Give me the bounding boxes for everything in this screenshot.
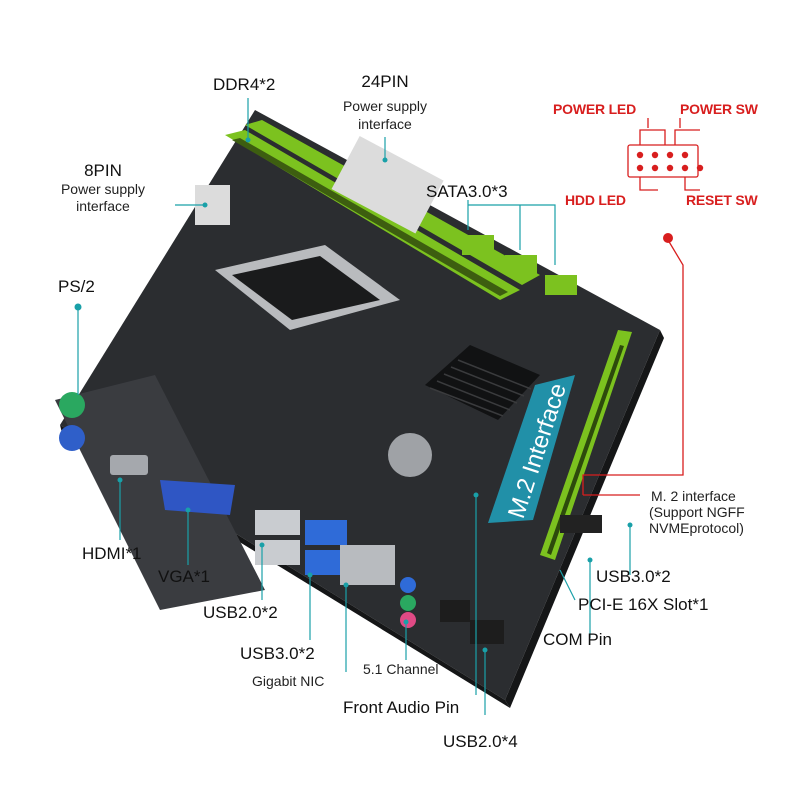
sata-port-3 — [545, 275, 577, 295]
cpu-8pin-desc-line2: interface — [76, 198, 130, 214]
gigabit-nic-label: Gigabit NIC — [252, 673, 325, 689]
atx-24pin-connector — [331, 135, 444, 234]
sata-port-2 — [505, 255, 537, 275]
channel-51-label: 5.1 Channel — [363, 661, 439, 677]
callout-pcie — [559, 569, 576, 601]
cpu-8pin-title: 8PIN — [84, 161, 122, 180]
audio-jack-blue — [400, 577, 416, 593]
usb30-front-label: USB3.0*2 — [596, 567, 671, 586]
power-led-label: POWER LED — [553, 101, 636, 117]
usb20-rear-label: USB2.0*2 — [203, 603, 278, 622]
front-audio-header — [440, 600, 470, 622]
usb20-4-label: USB2.0*4 — [443, 732, 518, 751]
usb3-rear-port — [305, 520, 347, 545]
front-usb2-header — [470, 620, 504, 644]
front-audio-label: Front Audio Pin — [343, 698, 460, 717]
pcie-label: PCI-E 16X Slot*1 — [578, 595, 709, 614]
ps2-port-blue — [59, 425, 85, 451]
hdmi-port — [110, 455, 148, 475]
power-sw-label: POWER SW — [680, 101, 758, 117]
m2-interface-line2: (Support NGFF — [649, 504, 745, 520]
sata-port-1 — [462, 235, 494, 255]
rear-io-panel — [55, 375, 265, 610]
cmos-battery — [388, 433, 432, 477]
vga-port — [160, 480, 235, 515]
ddr4-label: DDR4*2 — [213, 75, 276, 94]
audio-jack-pink — [400, 612, 416, 628]
reset-sw-label: RESET SW — [686, 192, 758, 208]
atx-24pin-title: 24PIN — [361, 72, 409, 91]
front-usb3-header — [560, 515, 602, 533]
front-panel-lead-dot — [663, 233, 673, 243]
hdd-led-label: HDD LED — [565, 192, 626, 208]
ps2-label: PS/2 — [58, 277, 95, 296]
m2-interface-line1: M. 2 interface — [651, 488, 736, 504]
m2-interface-line3: NVMEprotocol) — [649, 520, 744, 536]
atx-24pin-desc-line2: interface — [358, 116, 412, 132]
front-panel-pin-diagram — [627, 118, 700, 191]
vga-label: VGA*1 — [158, 567, 210, 586]
m2-interface-card — [488, 375, 575, 523]
usb2-rear-port — [255, 510, 300, 535]
callout-sata — [467, 200, 556, 265]
front-panel-lead-line — [582, 239, 684, 495]
sata-label: SATA3.0*3 — [426, 182, 508, 201]
lan-port — [340, 545, 395, 585]
audio-jack-green — [400, 595, 416, 611]
usb30-rear-label: USB3.0*2 — [240, 644, 315, 663]
hdmi-label: HDMI*1 — [82, 544, 142, 563]
atx-24pin-desc-line1: Power supply — [342, 98, 428, 114]
com-pin-label: COM Pin — [543, 630, 612, 649]
ps2-port-green — [59, 392, 85, 418]
cpu-8pin-desc-line1: Power supply — [60, 181, 146, 197]
